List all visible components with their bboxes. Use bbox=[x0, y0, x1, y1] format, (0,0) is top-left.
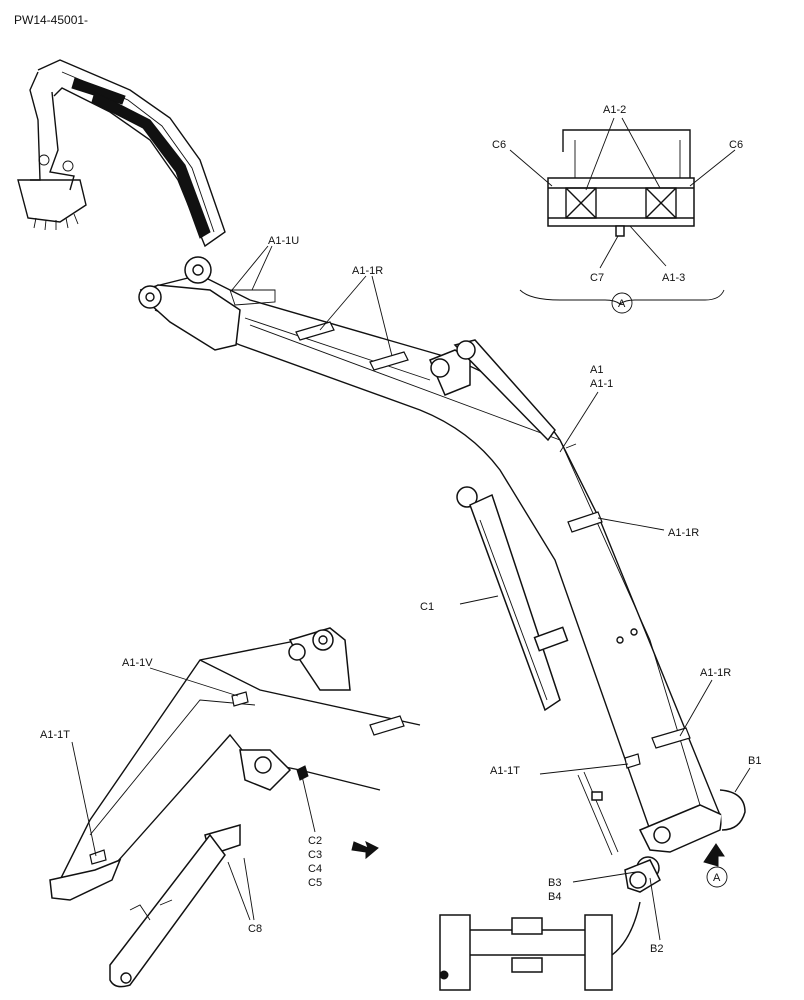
label-b3: B3 bbox=[548, 877, 561, 889]
label-a1-1t-right: A1-1T bbox=[490, 765, 520, 777]
label-a1-2: A1-2 bbox=[603, 104, 626, 116]
label-arrow-a: A bbox=[713, 872, 721, 884]
label-c5: C5 bbox=[308, 877, 322, 889]
label-c3: C3 bbox=[308, 849, 322, 861]
label-c6-right: C6 bbox=[729, 139, 743, 151]
label-a1-1u: A1-1U bbox=[268, 235, 299, 247]
label-b2: B2 bbox=[650, 943, 663, 955]
label-b1: B1 bbox=[748, 755, 761, 767]
excavator-thumbnail bbox=[17, 59, 226, 248]
main-boom bbox=[138, 256, 746, 893]
label-c4: C4 bbox=[308, 863, 322, 875]
label-a1-3: A1-3 bbox=[662, 272, 685, 284]
label-a1-1t-left: A1-1T bbox=[40, 729, 70, 741]
label-c2: C2 bbox=[308, 835, 322, 847]
label-c1: C1 bbox=[420, 601, 434, 613]
label-a1-1r-mid: A1-1R bbox=[668, 527, 699, 539]
foot-pin-inset bbox=[439, 901, 641, 991]
leader-lines bbox=[71, 245, 751, 941]
view-a-inset: A1-2 C6 C6 C7 A1-3 A bbox=[492, 104, 743, 314]
label-view-a: A bbox=[618, 298, 626, 310]
label-a1-1r-top: A1-1R bbox=[352, 265, 383, 277]
direction-arrow-icon bbox=[351, 841, 379, 860]
view-a-arrow-icon bbox=[703, 843, 728, 888]
label-c8: C8 bbox=[248, 923, 262, 935]
label-a1-1r-low: A1-1R bbox=[700, 667, 731, 679]
label-b4: B4 bbox=[548, 891, 561, 903]
label-a1-1v: A1-1V bbox=[122, 657, 153, 669]
label-a1: A1 bbox=[590, 364, 603, 376]
part-code-header: PW14-45001- bbox=[14, 13, 88, 27]
label-c7: C7 bbox=[590, 272, 604, 284]
label-a1-1: A1-1 bbox=[590, 378, 613, 390]
detail-view-boom bbox=[49, 627, 421, 988]
label-c6-left: C6 bbox=[492, 139, 506, 151]
